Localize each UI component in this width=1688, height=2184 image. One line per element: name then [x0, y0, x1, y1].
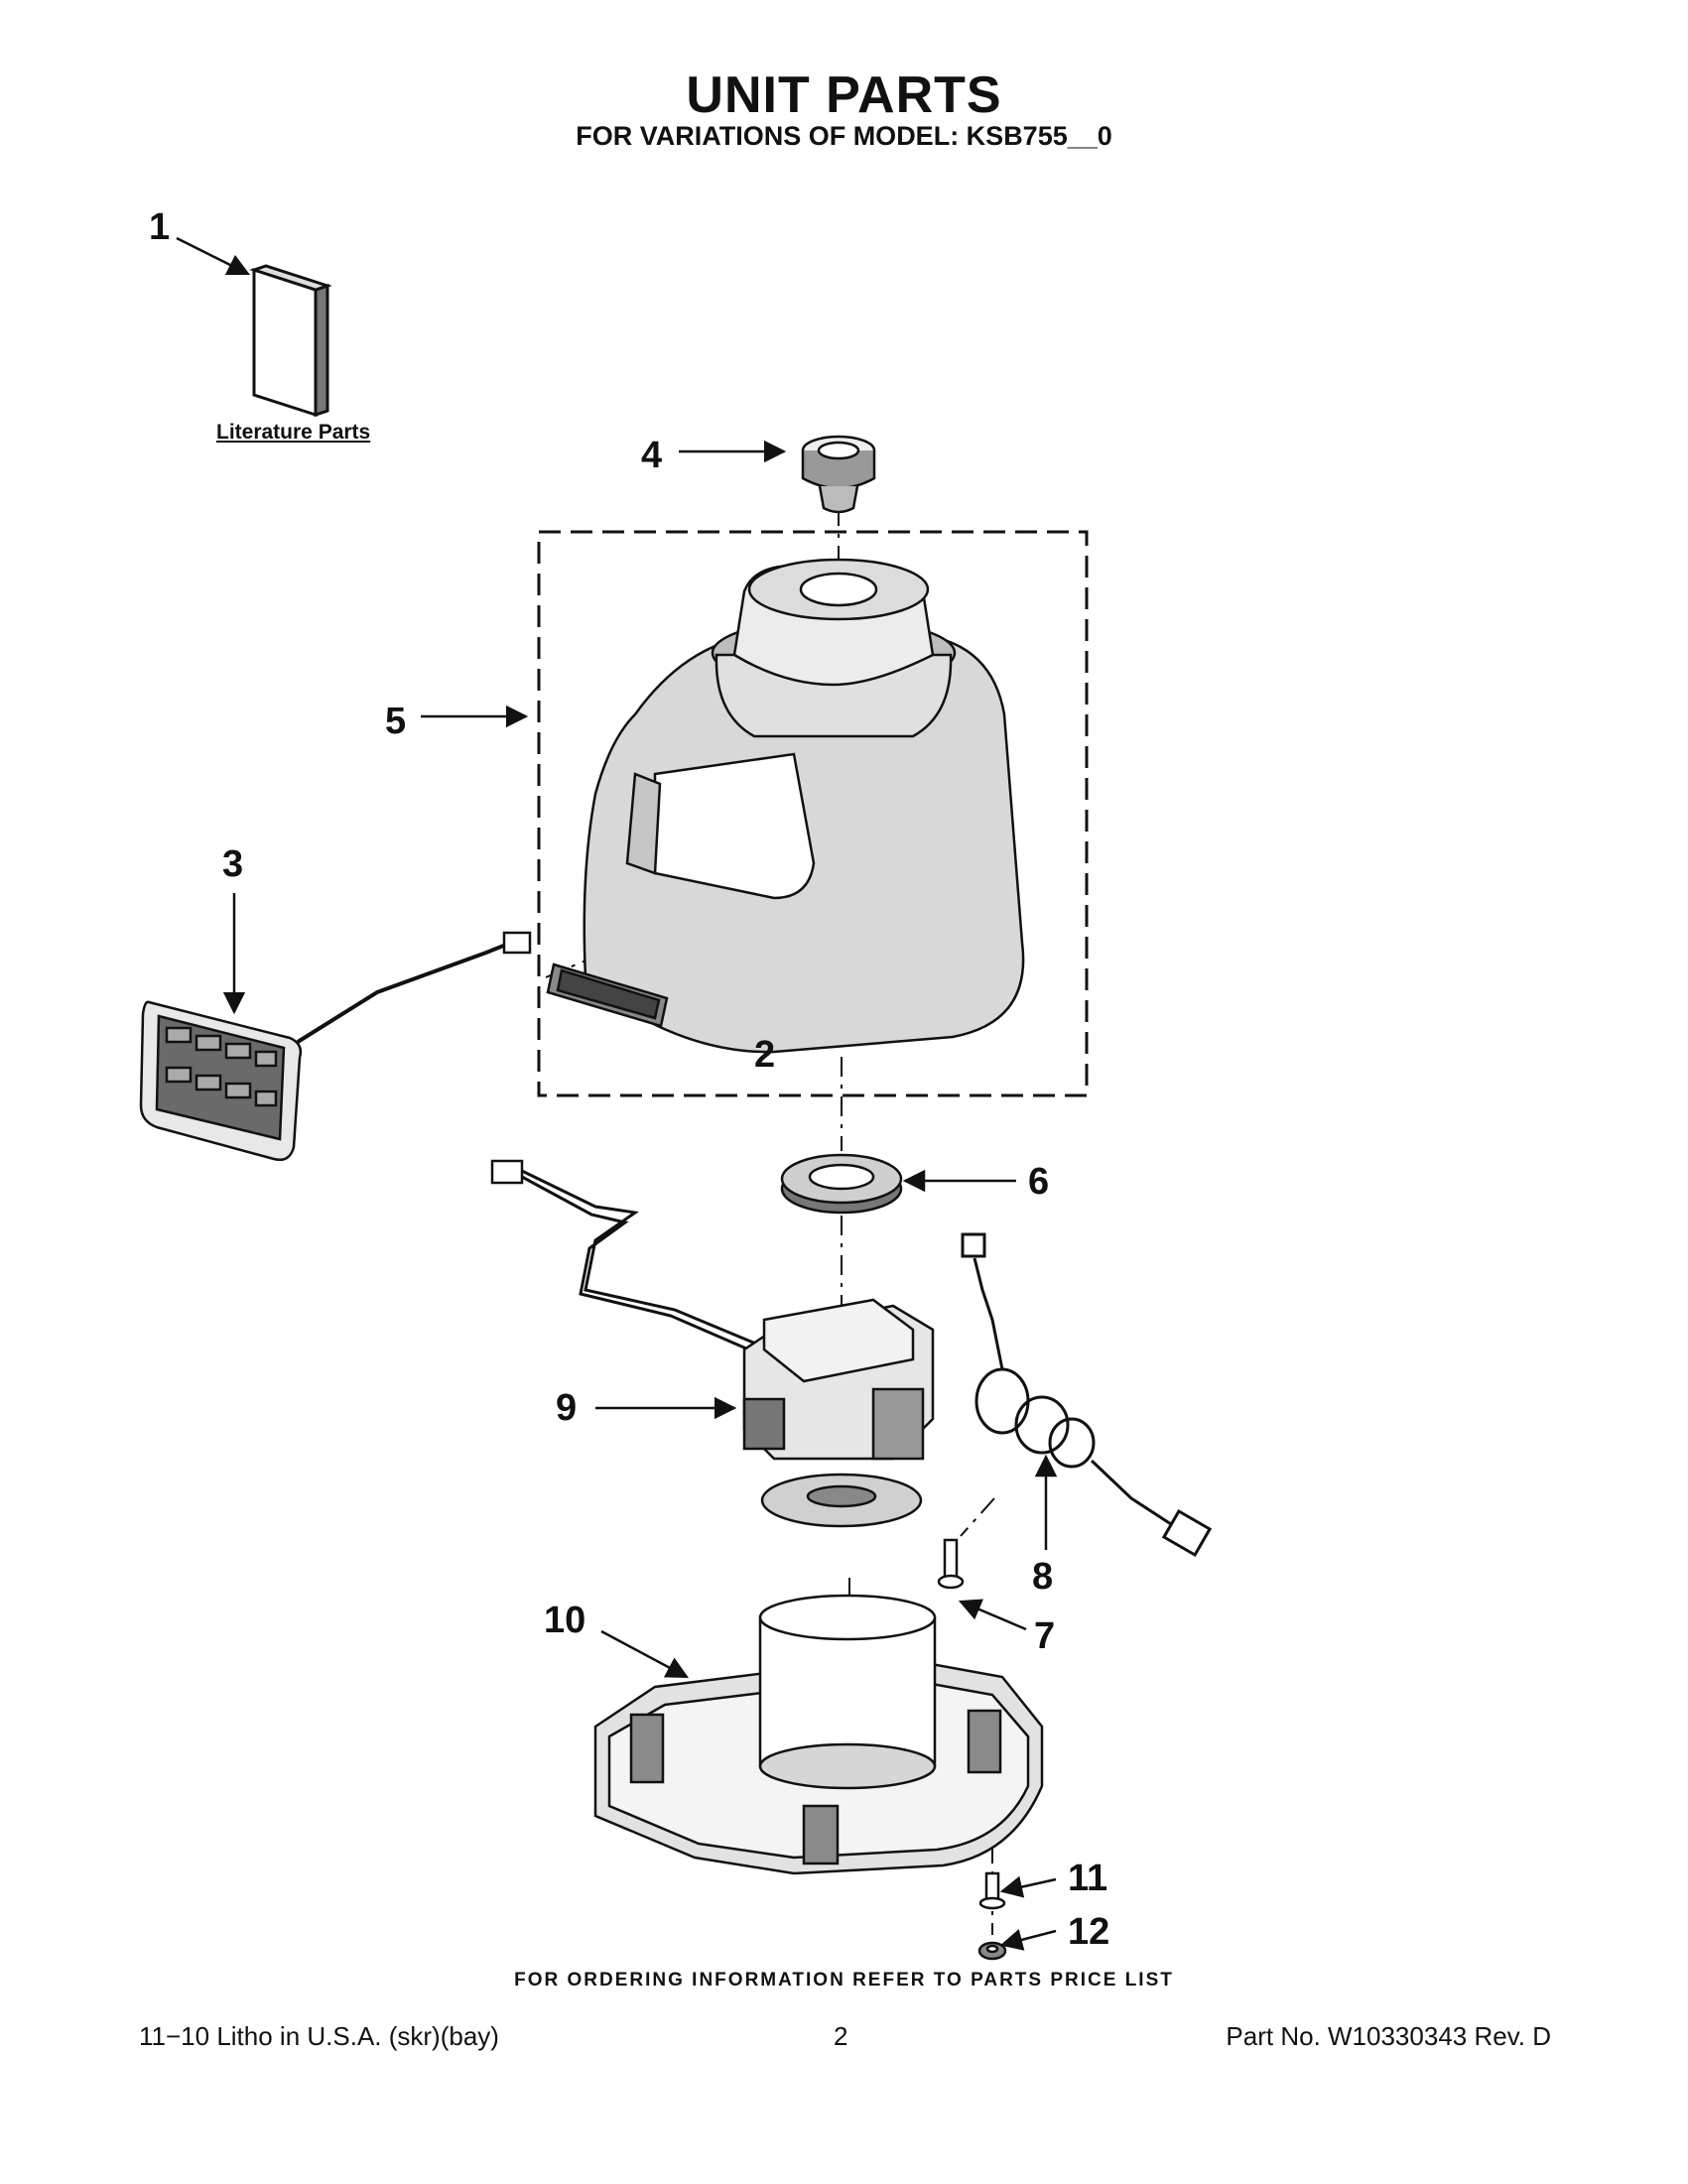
- callout-5: 5: [385, 701, 407, 742]
- callout-8: 8: [1032, 1556, 1054, 1598]
- model-subtitle: FOR VARIATIONS OF MODEL: KSB755__0: [576, 121, 1112, 151]
- foot-screw-part: [978, 1871, 1006, 1910]
- control-panel-part: [139, 931, 532, 1161]
- foot-nut-part: [977, 1941, 1007, 1961]
- leader-line-10: [600, 1629, 689, 1679]
- callout-3: 3: [222, 843, 244, 885]
- callout-6: 6: [1028, 1161, 1050, 1203]
- leader-line-11: [999, 1875, 1057, 1898]
- callout-1: 1: [149, 206, 171, 248]
- callout-11: 11: [1068, 1858, 1108, 1899]
- ordering-note: FOR ORDERING INFORMATION REFER TO PARTS …: [514, 1970, 1174, 1991]
- part-number: Part No. W10330343 Rev. D: [1226, 2021, 1551, 2051]
- motor-assembly-part: [490, 1159, 935, 1528]
- callout-2: 2: [754, 1034, 776, 1076]
- page-title: UNIT PARTS: [686, 66, 1002, 124]
- callout-7: 7: [1034, 1615, 1056, 1657]
- drive-coupling-part: [801, 435, 876, 514]
- page-number: 2: [834, 2021, 848, 2051]
- callout-10: 10: [544, 1600, 586, 1641]
- leader-line-1: [176, 236, 251, 276]
- power-cord-part: [961, 1232, 1213, 1558]
- leader-line-12: [999, 1929, 1057, 1951]
- motor-housing-part: [583, 558, 1025, 1054]
- literature-parts-label: Literature Parts: [216, 421, 371, 444]
- callout-12: 12: [1068, 1911, 1110, 1953]
- gasket-ring-part: [780, 1153, 903, 1215]
- housing-assembly-box: [537, 530, 1089, 1097]
- motor-screw-part: [937, 1538, 965, 1590]
- leader-line-7: [958, 1599, 1027, 1631]
- callout-9: 9: [556, 1387, 578, 1429]
- callout-4: 4: [641, 435, 663, 476]
- brand-badge-part: [546, 963, 669, 1028]
- base-part: [593, 1594, 1044, 1875]
- literature-booklet-icon: [249, 264, 332, 418]
- print-info: 11−10 Litho in U.S.A. (skr)(bay): [139, 2021, 499, 2051]
